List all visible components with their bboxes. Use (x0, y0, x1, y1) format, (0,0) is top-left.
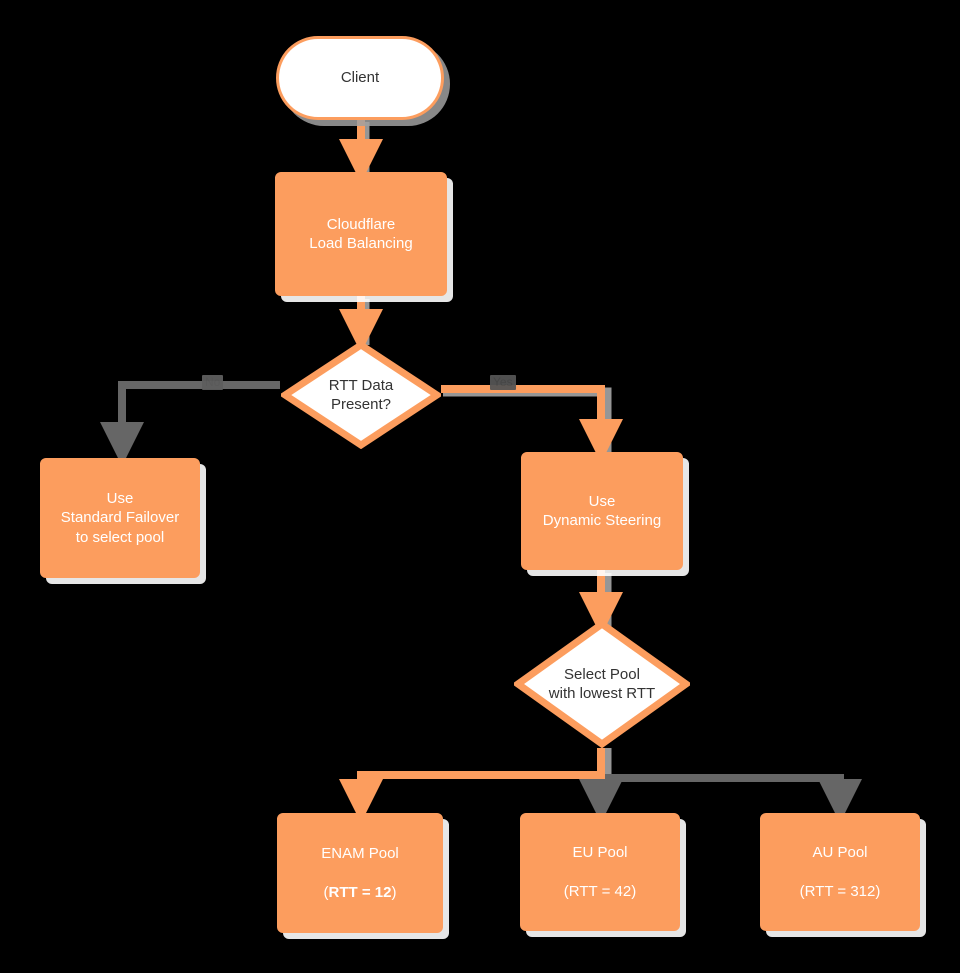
node-enam-pool-rtt: (RTT = 12) (324, 863, 397, 901)
node-dynamic-steering-label: Use Dynamic Steering (542, 492, 662, 529)
node-load-balancing-label: Cloudflare Load Balancing (309, 215, 413, 252)
edge-label-rtt-no: No (202, 375, 224, 391)
edge-label-rtt-yes: Yes (490, 375, 516, 391)
node-eu-pool-name: EU Pool (572, 844, 628, 862)
enam-open-paren: ( (323, 883, 329, 901)
diamond-shape-rtt-present (281, 341, 441, 449)
node-au-pool-name: AU Pool (812, 844, 868, 862)
node-standard-failover[interactable]: Use Standard Failover to select pool (40, 458, 200, 578)
node-eu-pool-rtt: (RTT = 42) (564, 862, 636, 900)
node-select-pool[interactable]: Select Pool with lowest RTT (514, 620, 690, 748)
enam-close-paren: ) (391, 883, 397, 901)
node-standard-failover-label: Use Standard Failover to select pool (60, 490, 180, 546)
eu-rtt-value: RTT = 42 (568, 882, 632, 900)
eu-close-paren: ) (631, 882, 637, 900)
edge-select-to-au (601, 774, 862, 823)
edge-rtt-no (100, 381, 280, 466)
edge-select-to-enam (339, 748, 605, 823)
eu-open-paren: ( (563, 882, 569, 900)
node-rtt-present[interactable]: RTT Data Present? (281, 341, 441, 449)
au-open-paren: ( (799, 882, 805, 900)
node-load-balancing[interactable]: Cloudflare Load Balancing (275, 172, 447, 296)
node-client[interactable]: Client (276, 36, 444, 120)
diamond-shape-select-pool (514, 620, 690, 748)
node-enam-pool[interactable]: ENAM Pool (RTT = 12) (277, 813, 443, 933)
node-enam-pool-name: ENAM Pool (321, 845, 399, 863)
enam-rtt-value: RTT = 12 (328, 883, 392, 901)
au-rtt-value: RTT = 312 (804, 882, 876, 900)
node-client-label: Client (340, 69, 380, 87)
node-eu-pool[interactable]: EU Pool (RTT = 42) (520, 813, 680, 931)
node-au-pool-rtt: (RTT = 312) (800, 862, 881, 900)
edge-rtt-yes (441, 385, 623, 463)
node-au-pool[interactable]: AU Pool (RTT = 312) (760, 813, 920, 931)
au-close-paren: ) (875, 882, 881, 900)
node-dynamic-steering[interactable]: Use Dynamic Steering (521, 452, 683, 570)
